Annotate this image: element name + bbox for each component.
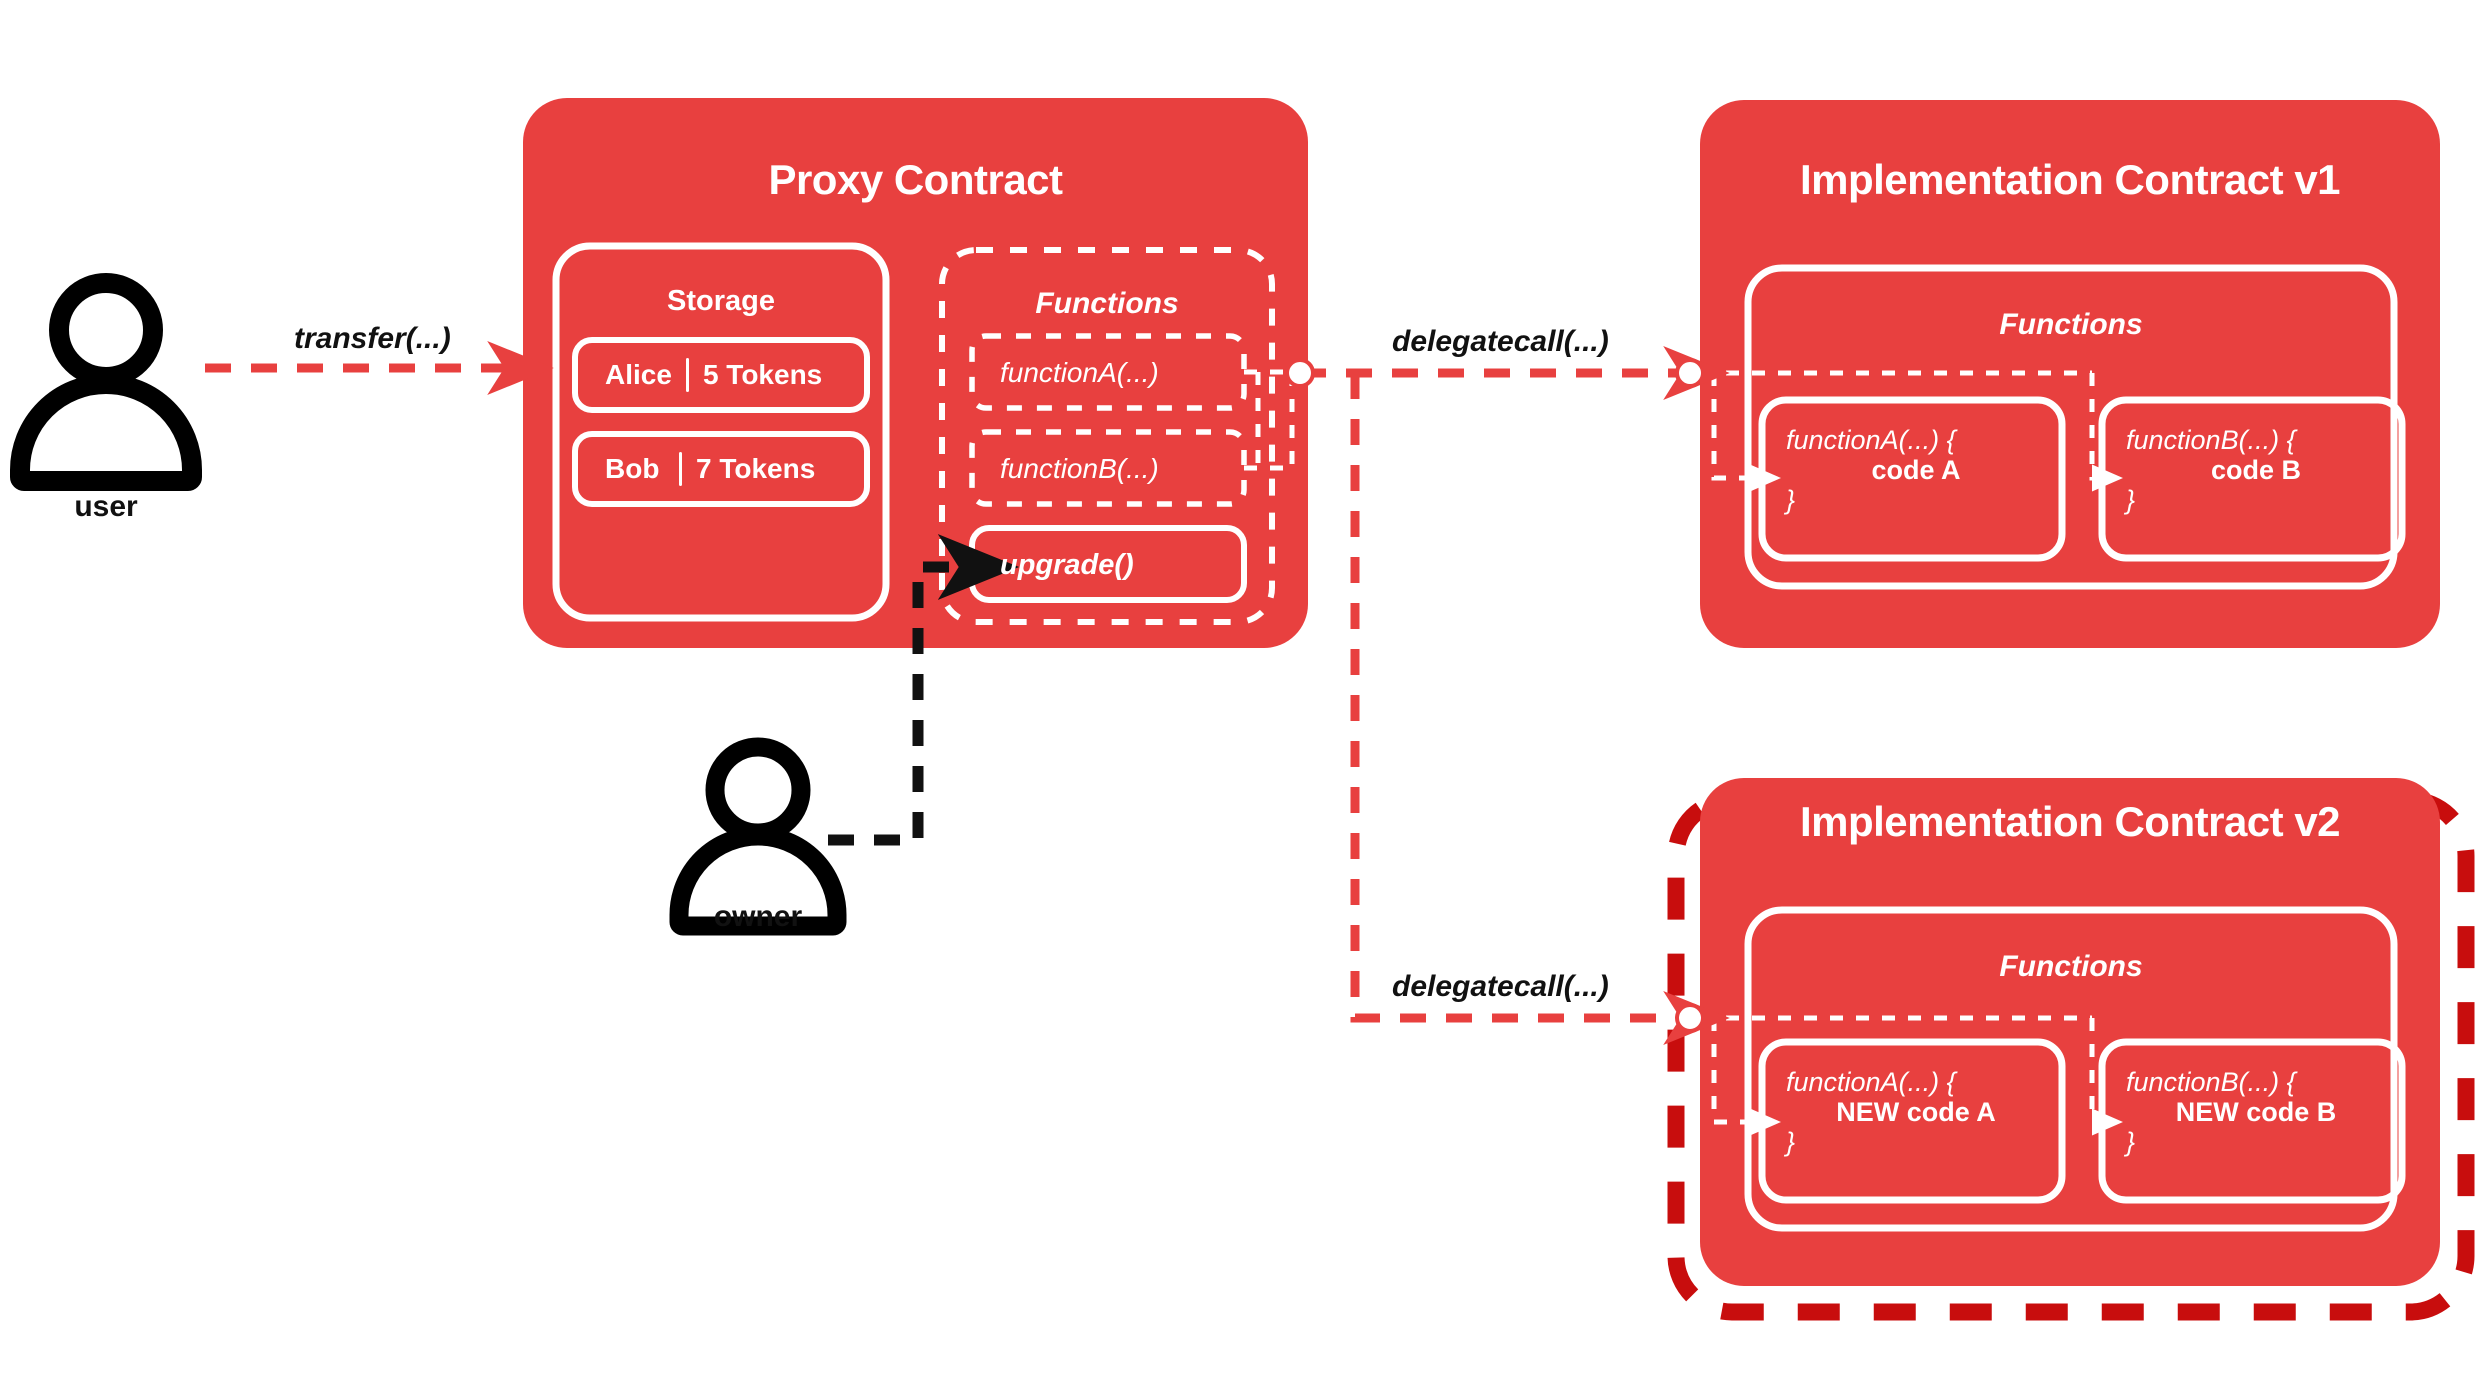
proxy-contract-box[interactable] [523,98,1308,648]
v2-function-a-body: NEW code A [1836,1097,1996,1128]
proxy-contract-title: Proxy Contract [768,156,1063,203]
implementation-v1-functions-label: Functions [1999,308,2143,341]
edge-delegatecall-v1 [1285,346,1730,401]
storage-row-alice-name: Alice [605,359,672,390]
storage-row-bob-value: 7 Tokens [696,453,816,484]
implementation-v2-box[interactable] [1700,778,2440,1286]
edge-label-transfer: transfer(...) [294,322,451,355]
v2-function-a-close: } [1786,1127,1796,1158]
proxy-function-a-label[interactable]: functionA(...) [1000,357,1159,388]
proxy-upgrade-function-label[interactable]: upgrade() [1000,549,1134,581]
storage-row-divider [679,452,682,486]
storage-row-bob: Bob 7 Tokens [605,449,845,489]
proxy-functions-label: Functions [1035,287,1179,320]
owner-actor-label: owner [713,900,803,933]
v1-function-a-close: } [1786,485,1796,516]
proxy-contract-card [523,98,1308,648]
implementation-v2-functions-label: Functions [1999,950,2143,983]
edge-delegatecall-v2 [1350,373,1730,1046]
junction-dot-v1 [1675,358,1705,388]
storage-row-bob-name: Bob [605,453,660,484]
v1-function-b-close: } [2126,485,2136,516]
owner-person-icon [669,737,847,936]
storage-row-alice-value: 5 Tokens [702,359,823,390]
v2-function-b-signature: functionB(...) { [2126,1067,2296,1097]
v1-function-a-signature: functionA(...) { [1786,425,1956,455]
junction-dot-v2 [1675,1003,1705,1033]
v1-function-a-body: code A [1871,455,1961,486]
user-person-icon [10,273,202,491]
v1-function-b-body: code B [2210,455,2302,486]
v2-function-b-body: NEW code B [2175,1097,2337,1128]
v2-function-a-code: functionA(...) { NEW code A } [1786,1067,2046,1158]
v1-function-b-signature: functionB(...) { [2126,425,2296,455]
storage-row-divider [685,358,689,392]
implementation-v2-title: Implementation Contract v2 [1799,798,2341,845]
implementation-v1-box[interactable] [1700,100,2440,648]
junction-dot-proxy [1285,358,1315,388]
v1-function-b-code: functionB(...) { code B } [2126,425,2386,516]
edge-label-delegatecall-v2: delegatecall(...) [1392,970,1609,1003]
proxy-storage-label: Storage [667,285,775,317]
edge-label-delegatecall-v1: delegatecall(...) [1392,325,1609,358]
storage-row-alice: Alice 5 Tokens [605,355,845,395]
v2-function-b-code: functionB(...) { NEW code B } [2126,1067,2386,1158]
v2-function-a-signature: functionA(...) { [1786,1067,1956,1097]
implementation-v1-card [1700,100,2440,648]
implementation-v1-title: Implementation Contract v1 [1799,156,2341,203]
v1-function-a-code: functionA(...) { code A } [1786,425,2046,516]
v2-function-b-close: } [2126,1127,2136,1158]
edge-upgrade [828,534,1020,846]
proxy-function-b-label[interactable]: functionB(...) [1000,453,1159,484]
user-actor-label: user [74,490,138,523]
implementation-v2-card [1667,778,2475,1321]
